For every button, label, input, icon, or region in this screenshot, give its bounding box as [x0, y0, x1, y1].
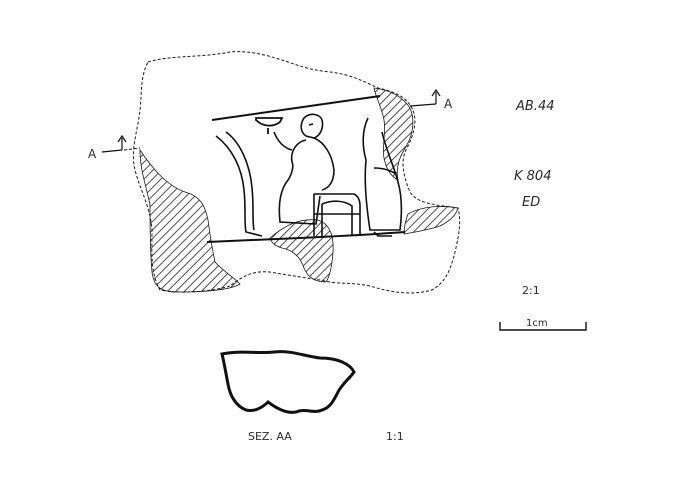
section-marker-right: A	[409, 88, 453, 111]
section-scale: 1:1	[386, 430, 404, 443]
hatched-area-right-bottom	[403, 206, 459, 235]
seated-figure	[273, 113, 335, 225]
section-marker-left-label: A	[88, 147, 97, 161]
section-marker-right-label: A	[444, 97, 453, 111]
cup-vessel	[255, 117, 284, 134]
period-label: ED	[522, 195, 540, 210]
scale-ratio: 2:1	[522, 284, 540, 297]
hatched-area-bottom	[269, 219, 334, 283]
impression-top-line	[211, 95, 381, 121]
section-profile	[220, 350, 356, 414]
hatched-area-left	[139, 148, 241, 293]
standing-figure	[362, 117, 403, 237]
scale-bar-label: 1cm	[526, 318, 548, 329]
object-number: K 804	[514, 169, 551, 184]
stool	[313, 193, 361, 236]
section-caption: SEZ. AA	[248, 430, 292, 443]
catalog-code: AB.44	[515, 99, 555, 114]
scale-bar: 1cm	[499, 318, 587, 331]
staff-figure	[215, 131, 263, 237]
section-marker-left: A	[88, 134, 141, 161]
impression-bottom-line	[206, 231, 406, 243]
